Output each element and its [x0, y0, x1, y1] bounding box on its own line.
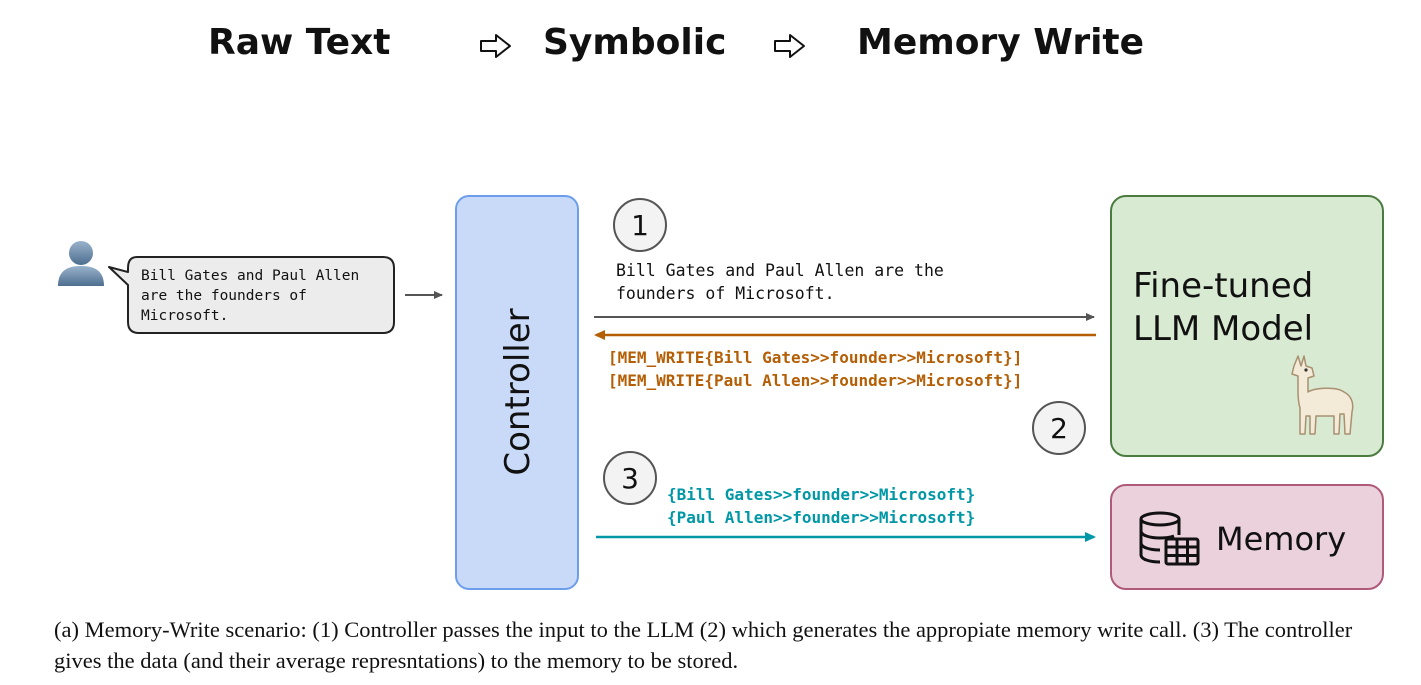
title-raw-text: Raw Text [208, 22, 391, 63]
user-message: Bill Gates and Paul Allen are the founde… [141, 268, 360, 324]
memory-label: Memory [1216, 520, 1347, 558]
llama-icon [1291, 355, 1354, 435]
controller-box [455, 195, 579, 590]
step-3-badge: 3 [603, 451, 657, 505]
title-symbolic: Symbolic [543, 22, 727, 63]
llm-model-label: Fine-tuned LLM Model [1133, 266, 1314, 349]
step-2-badge: 2 [1032, 401, 1086, 455]
title-row: Raw Text Symbolic Memory Write [0, 22, 1421, 72]
database-table-icon [1139, 511, 1200, 566]
stored-triple: {Paul Allen>>founder>>Microsoft} [667, 508, 976, 527]
hollow-right-arrow-icon [774, 34, 805, 58]
hollow-right-arrow-icon [480, 34, 511, 58]
memory-box [1110, 484, 1384, 590]
llm-input-text: Bill Gates and Paul Allen are the founde… [616, 261, 944, 303]
step-1-badge: 1 [613, 198, 667, 252]
stored-triple: {Bill Gates>>founder>>Microsoft} [667, 485, 976, 504]
figure-caption: (a) Memory-Write scenario: (1) Controlle… [54, 617, 1353, 673]
memory-write-call: [MEM_WRITE{Paul Allen>>founder>>Microsof… [608, 371, 1023, 390]
memory-write-call: [MEM_WRITE{Bill Gates>>founder>>Microsof… [608, 348, 1023, 367]
title-memory-write: Memory Write [857, 22, 1145, 63]
speech-bubble [108, 256, 395, 334]
person-icon [58, 241, 104, 286]
